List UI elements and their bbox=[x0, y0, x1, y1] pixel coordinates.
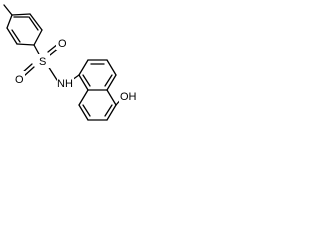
hydroxyl-label: OH bbox=[120, 91, 137, 103]
naphthalene-ring-b bbox=[78, 89, 117, 121]
oxygen-atom-label-upper: O bbox=[58, 38, 67, 50]
methyl-bond bbox=[3, 4, 13, 16]
structure-canvas: S O O NH OH bbox=[0, 0, 146, 139]
sulfur-nitrogen-bond bbox=[47, 65, 58, 81]
oxygen-atom-label-lower: O bbox=[15, 74, 24, 86]
s-o-double-bond-left-2 bbox=[23, 66, 35, 77]
amine-label: NH bbox=[57, 78, 73, 90]
sulfur-atom-label: S bbox=[39, 56, 46, 68]
chemical-structure-diagram: S O O NH OH bbox=[3, 4, 143, 121]
toluene-ring bbox=[6, 13, 43, 46]
naphthalene-ring-a bbox=[78, 59, 117, 91]
